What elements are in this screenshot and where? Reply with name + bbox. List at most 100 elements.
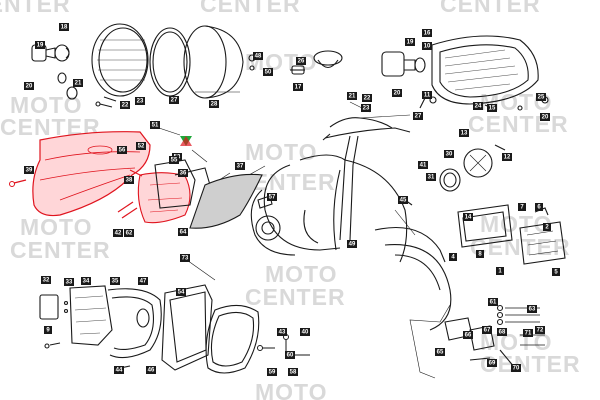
callout-badge: 72 [535, 326, 545, 334]
tail-light-assembly [39, 284, 260, 374]
callout-number: 69 [489, 360, 496, 366]
callout-badge: 43 [277, 328, 287, 336]
callout-number: 63 [529, 306, 536, 312]
watermark-line1: MOTO [20, 214, 93, 240]
callout-number: 51 [152, 122, 159, 128]
callout-badge-box [300, 328, 310, 336]
callout-number: 40 [302, 329, 309, 335]
callout-badge-box [267, 368, 277, 376]
callout-badge-box [497, 328, 507, 336]
callout-badge-box [209, 100, 219, 108]
callout-badge-box [285, 351, 295, 359]
callout-number: 27 [171, 97, 178, 103]
callout-badge: 66 [463, 331, 473, 339]
callout-number: 31 [428, 174, 435, 180]
callout-badge-box [110, 277, 120, 285]
watermark-line2: CENTER [468, 111, 569, 137]
callout-badge-box [523, 329, 533, 337]
callout-badge-box [463, 331, 473, 339]
callout-badge-box [120, 101, 130, 109]
callout-badge-box [24, 166, 34, 174]
callout-badge: 71 [523, 329, 533, 337]
callout-number: 8 [478, 251, 482, 257]
callout-badge: 65 [435, 348, 445, 356]
callout-number: 26 [298, 58, 305, 64]
callout-badge-box [178, 169, 188, 177]
callout-badge-box [135, 97, 145, 105]
callout-number: 10 [424, 43, 431, 49]
callout-number: 18 [61, 24, 68, 30]
callout-badge-box [518, 203, 526, 211]
callout-badge-box [347, 240, 357, 248]
callout-badge-box [463, 213, 473, 221]
callout-badge-box [473, 102, 483, 110]
callout-badge: 18 [59, 23, 69, 31]
callout-number: 30 [446, 151, 453, 157]
callout-badge: 23 [135, 97, 145, 105]
callout-badge: 23 [361, 104, 371, 112]
callout-badge: 64 [178, 228, 188, 236]
callout-badge-box [296, 57, 306, 65]
callout-number: 20 [26, 83, 33, 89]
watermark-line2: CENTER [0, 0, 71, 17]
callout-badge: 19 [405, 38, 415, 46]
callout-badge-box [422, 42, 432, 50]
callout-number: 71 [525, 330, 532, 336]
callout-badge: 8 [476, 250, 484, 258]
callout-badge-box [253, 52, 263, 60]
callout-badge: 1 [496, 267, 504, 275]
callout-number: 73 [182, 255, 189, 261]
callout-badge: 60 [285, 351, 295, 359]
leader-lines [149, 91, 451, 379]
callout-number: 65 [437, 349, 444, 355]
callout-badge-box [293, 83, 303, 91]
callout-badge: 48 [253, 52, 263, 60]
callout-number: 43 [279, 329, 286, 335]
callout-number: 58 [290, 369, 297, 375]
callout-badge: 6 [535, 203, 543, 211]
callout-badge: 36 [178, 169, 188, 177]
callout-number: 46 [148, 367, 155, 373]
callout-number: 5 [554, 269, 558, 275]
callout-number: 20 [394, 90, 401, 96]
callout-badge-box [413, 112, 423, 120]
callout-badge-box [73, 79, 83, 87]
callout-badge: 40 [300, 328, 310, 336]
callout-badge: 54 [176, 288, 186, 296]
callout-badge: 67 [482, 326, 492, 334]
callout-number: 48 [255, 53, 262, 59]
callout-badge-box [59, 23, 69, 31]
callout-number: 2 [545, 224, 549, 230]
callout-badge-box [496, 267, 504, 275]
callout-number: 54 [178, 289, 185, 295]
callout-badge: 51 [150, 121, 160, 129]
callout-number: 6 [537, 204, 541, 210]
callout-badge-box [64, 278, 74, 286]
callout-badge: 15 [487, 104, 497, 112]
callout-badge: 57 [267, 193, 277, 201]
callout-badge-box [81, 277, 91, 285]
callout-badge: 16 [422, 29, 432, 37]
callout-number: 20 [542, 114, 549, 120]
callout-number: 13 [461, 130, 468, 136]
callout-number: 17 [295, 84, 302, 90]
callout-badge-box [476, 250, 484, 258]
callout-badge: 49 [347, 240, 357, 248]
callout-badge-box [435, 348, 445, 356]
callout-badge: 73 [180, 254, 190, 262]
callout-badge-box [263, 68, 273, 76]
callout-badge-box [535, 203, 543, 211]
callout-badge-box [361, 104, 371, 112]
callout-badge-box [444, 150, 454, 158]
callout-badge: 56 [117, 146, 127, 154]
callout-number: 41 [420, 162, 427, 168]
watermark-line1: MOTO [10, 92, 83, 118]
callout-badge-box [418, 161, 428, 169]
callout-badge-box [235, 162, 245, 170]
callout-number: 55 [171, 157, 178, 163]
callout-number: 72 [537, 327, 544, 333]
callout-badge: 38 [124, 176, 134, 184]
callout-badge: 32 [41, 276, 51, 284]
